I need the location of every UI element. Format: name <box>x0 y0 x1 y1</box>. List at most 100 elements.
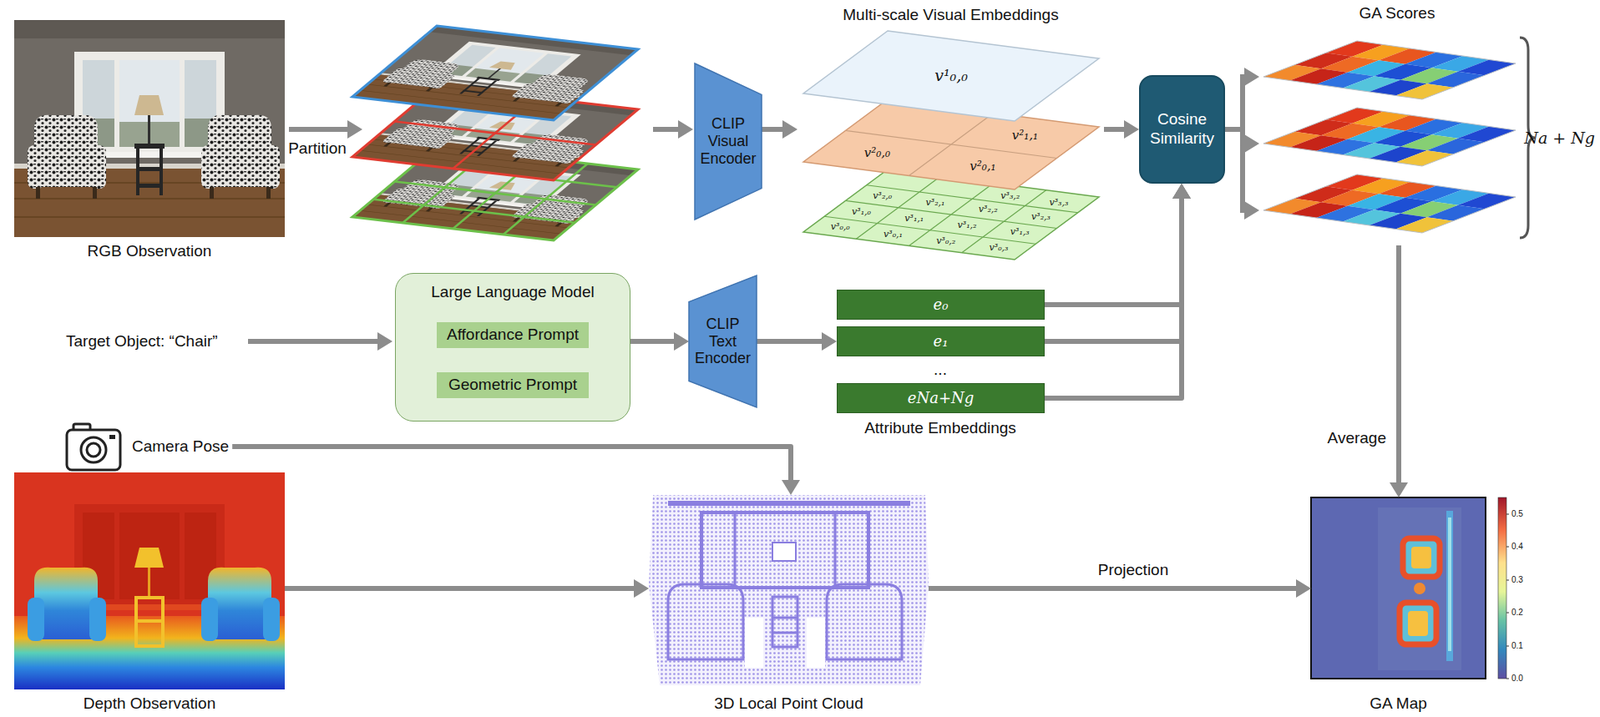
ga-map-drawing <box>1498 497 1507 679</box>
point-cloud-drawing <box>668 501 911 507</box>
node-text: GA Scores <box>1259 3 1535 24</box>
point-cloud-drawing <box>772 597 798 648</box>
camera-icon <box>109 435 116 440</box>
connector-line <box>756 339 826 345</box>
score-heatmaps <box>1263 40 1516 100</box>
connector-line <box>630 339 678 345</box>
connector-line <box>1396 245 1402 487</box>
group-label: Attribute Embeddings <box>864 419 1017 439</box>
embedding-layers <box>803 169 1099 260</box>
ga-map-drawing <box>1407 611 1428 637</box>
ga-map-drawing <box>1413 582 1426 595</box>
layout-arrow <box>1244 201 1260 220</box>
connector-arrow <box>1044 183 1191 305</box>
connector-line <box>1103 126 1128 132</box>
connector-line <box>928 586 1300 592</box>
edge-label: Average <box>1325 429 1389 449</box>
embedding-label: v³₃,₃ <box>1048 197 1069 209</box>
ga-map: GA Map <box>1311 497 1486 679</box>
connector-arrow <box>761 120 798 139</box>
node-text: e₀ <box>837 295 1044 314</box>
embedding-label: v³₀,₂ <box>936 236 956 248</box>
point-cloud-drawing <box>772 617 798 633</box>
embedding-stack: Multi-scale Visual Embeddings <box>797 5 1104 259</box>
embedding-label: v³₀,₃ <box>989 243 1009 254</box>
count-label: Na + Ng <box>1524 128 1595 148</box>
depth-photo <box>14 472 285 690</box>
point-cloud-drawing <box>648 495 929 686</box>
connector-arrow <box>1044 183 1191 399</box>
tick-label: 0.1 <box>1511 641 1524 652</box>
embedding-layers <box>803 30 1099 122</box>
tick-label: 0.3 <box>1511 575 1524 586</box>
arrow-head <box>1244 134 1260 153</box>
layout-arrow <box>248 339 381 345</box>
node-text: Geometric Prompt <box>443 375 583 395</box>
point-cloud: 3D Local Point Cloud <box>648 495 929 686</box>
score-heatmaps <box>1263 107 1516 167</box>
embedding-label: v³₂,₀ <box>872 191 892 203</box>
point-cloud-drawing <box>668 584 744 660</box>
rgb-photo <box>14 20 285 238</box>
embedding-label: v³₃,₂ <box>1000 191 1020 203</box>
ga-map-drawing <box>1399 602 1437 645</box>
arrow-head <box>821 332 837 351</box>
embedding-layers <box>803 30 1099 260</box>
connector-line <box>1225 129 1248 144</box>
node-text: eNa+Ng <box>837 389 1044 408</box>
encoder-block: CLIP Visual Encoder <box>694 63 762 220</box>
point-cloud-drawing <box>806 617 826 669</box>
connector-line <box>232 446 791 484</box>
connector-arrow <box>1225 129 1260 153</box>
embedding-label: v³₁,₁ <box>904 213 924 225</box>
camera-icon <box>81 437 107 463</box>
tick-label: 0.2 <box>1511 607 1524 618</box>
layout-arrow <box>678 120 694 139</box>
node-text: CLIP Visual Encoder <box>698 115 759 168</box>
node-text: Camera Pose <box>131 437 229 457</box>
connector-line <box>1044 195 1182 305</box>
camera-icon <box>66 430 121 471</box>
node-text: Cosine Similarity <box>1145 110 1219 149</box>
point-cloud-drawing <box>772 542 796 562</box>
embedding-label: v³₁,₀ <box>851 207 871 218</box>
node-text: Depth Observation <box>0 694 335 714</box>
depth-image: Depth Observation <box>14 472 285 690</box>
layout-arrow <box>288 126 351 132</box>
embedding-label: v²₁,₁ <box>1012 128 1038 143</box>
arrow-head <box>1124 120 1140 139</box>
rgb-image: RGB Observation <box>14 20 285 238</box>
embedding-label: v²₀,₀ <box>864 146 891 161</box>
embedding-bar: eNa+Ng <box>836 383 1045 414</box>
arrow-head <box>1172 183 1191 199</box>
point-cloud-drawing <box>734 512 836 588</box>
depth-photo <box>14 472 285 690</box>
arrow-head <box>673 332 689 351</box>
partition-stack <box>352 25 638 241</box>
arrow-head <box>1172 183 1191 199</box>
partition-stack <box>352 25 638 121</box>
process-box: Cosine Similarity <box>1139 75 1226 184</box>
tick-label: 0.0 <box>1511 673 1524 684</box>
input-label: Target Object: “Chair” <box>65 332 218 352</box>
connector-line <box>284 586 638 592</box>
ga-map-drawing <box>1446 511 1454 662</box>
node-text: e₁ <box>837 332 1044 351</box>
ellipsis: ... <box>933 361 947 378</box>
encoder-shape <box>688 275 757 408</box>
score-heatmaps <box>1263 107 1516 167</box>
embedding-label: v¹₀,₀ <box>934 66 968 86</box>
score-heatmaps <box>1263 174 1516 233</box>
embedding-label: v³₁,₂ <box>957 220 978 232</box>
embedding-bar: e₁ <box>836 326 1045 357</box>
embedding-label: v³₂,₂ <box>978 204 998 216</box>
score-heatmaps <box>1263 174 1516 233</box>
model-box: Large Language ModelAffordance PromptGeo… <box>394 273 631 422</box>
connector-arrow <box>756 332 837 351</box>
embedding-layers <box>803 169 1099 260</box>
node-text: CLIP Text Encoder <box>692 315 754 368</box>
embedding-layers <box>803 30 1099 122</box>
node-text: 3D Local Point Cloud <box>598 694 979 714</box>
arrow-head <box>1389 482 1408 498</box>
